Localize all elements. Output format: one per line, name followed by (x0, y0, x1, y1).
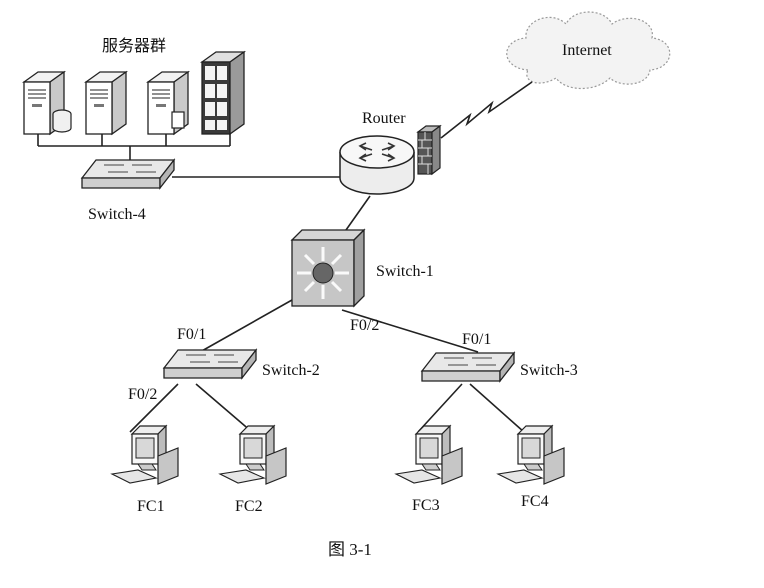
link-switch2-fc1 (129, 383, 179, 433)
link-switch3-fc3 (417, 383, 463, 433)
internet-label: Internet (562, 42, 612, 59)
pc-fc3-label: FC3 (412, 497, 440, 514)
pc-fc4-label: FC4 (521, 493, 549, 510)
firewall-icon (416, 124, 442, 176)
port-label-switch1-f02: F0/2 (350, 317, 379, 334)
server-2-icon (85, 71, 127, 135)
router-label: Router (362, 110, 406, 127)
switch-3-icon (421, 352, 515, 382)
wan-link-lightning (440, 81, 533, 139)
link-switch1-switch2 (199, 299, 293, 353)
switch-2-icon (163, 349, 257, 379)
figure-caption: 图 3-1 (328, 540, 372, 559)
link-router-switch1 (345, 195, 371, 231)
switch-1-icon (290, 228, 366, 308)
link-switch3-fc4 (469, 383, 525, 433)
pc-fc3-icon (395, 425, 463, 485)
switch-2-label: Switch-2 (262, 362, 320, 379)
port-label-switch2-f02: F0/2 (128, 386, 157, 403)
pc-fc2-label: FC2 (235, 498, 263, 515)
pc-fc2-icon (219, 425, 287, 485)
connections (37, 134, 525, 433)
pc-fc1-icon (111, 425, 179, 485)
link-switch2-fc2 (195, 383, 253, 433)
switch-4-label: Switch-4 (88, 206, 146, 223)
blade-server-icon (199, 50, 247, 136)
pc-fc1-label: FC1 (137, 498, 165, 515)
router-icon (339, 135, 415, 195)
server-group-label: 服务器群 (102, 37, 166, 55)
server-group (23, 50, 247, 136)
port-label-switch3-f01: F0/1 (462, 331, 491, 348)
switch-1-label: Switch-1 (376, 263, 434, 280)
pc-fc4-icon (497, 425, 565, 485)
link-switch1-switch3 (341, 309, 479, 353)
switch-4-icon (81, 159, 175, 189)
switch-3-label: Switch-3 (520, 362, 578, 379)
port-label-switch2-f01: F0/1 (177, 326, 206, 343)
internet-cloud-icon (506, 11, 671, 89)
document-icon (171, 111, 185, 129)
